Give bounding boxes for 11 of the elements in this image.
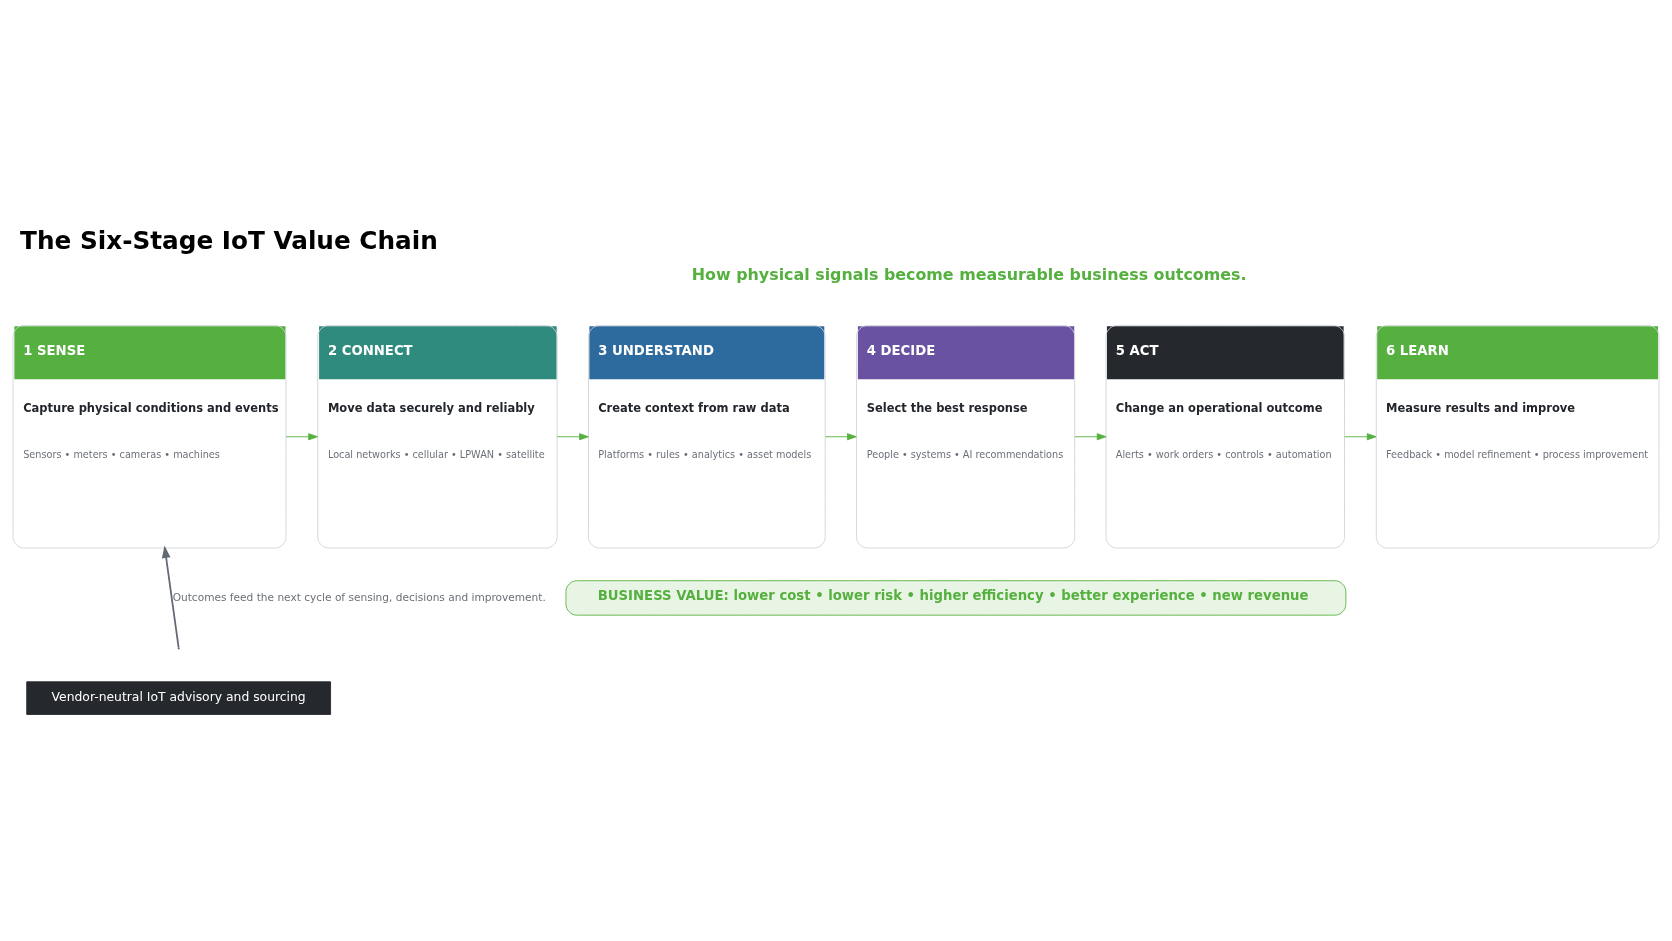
arrow: [824, 433, 857, 441]
arrow: [1074, 433, 1107, 441]
arrow: [1344, 433, 1377, 441]
label: Vendor-neutral IoT advisory and sourcing: [51, 690, 306, 705]
label: How physical signals become measurable business outcomes.: [691, 264, 1247, 284]
arrow: [285, 433, 318, 441]
edge-label: Outcomes feed the next cycle of sensing, decisions and improvement.: [172, 590, 546, 603]
arrow: [556, 433, 589, 441]
diagram-title: The Six-Stage IoT Value Chain: [20, 225, 438, 255]
arrow: [161, 545, 180, 649]
node-box: BUSINESS VALUE: lower cost • lower risk • higher efficiency • better experience • new revenue: [565, 580, 1347, 616]
